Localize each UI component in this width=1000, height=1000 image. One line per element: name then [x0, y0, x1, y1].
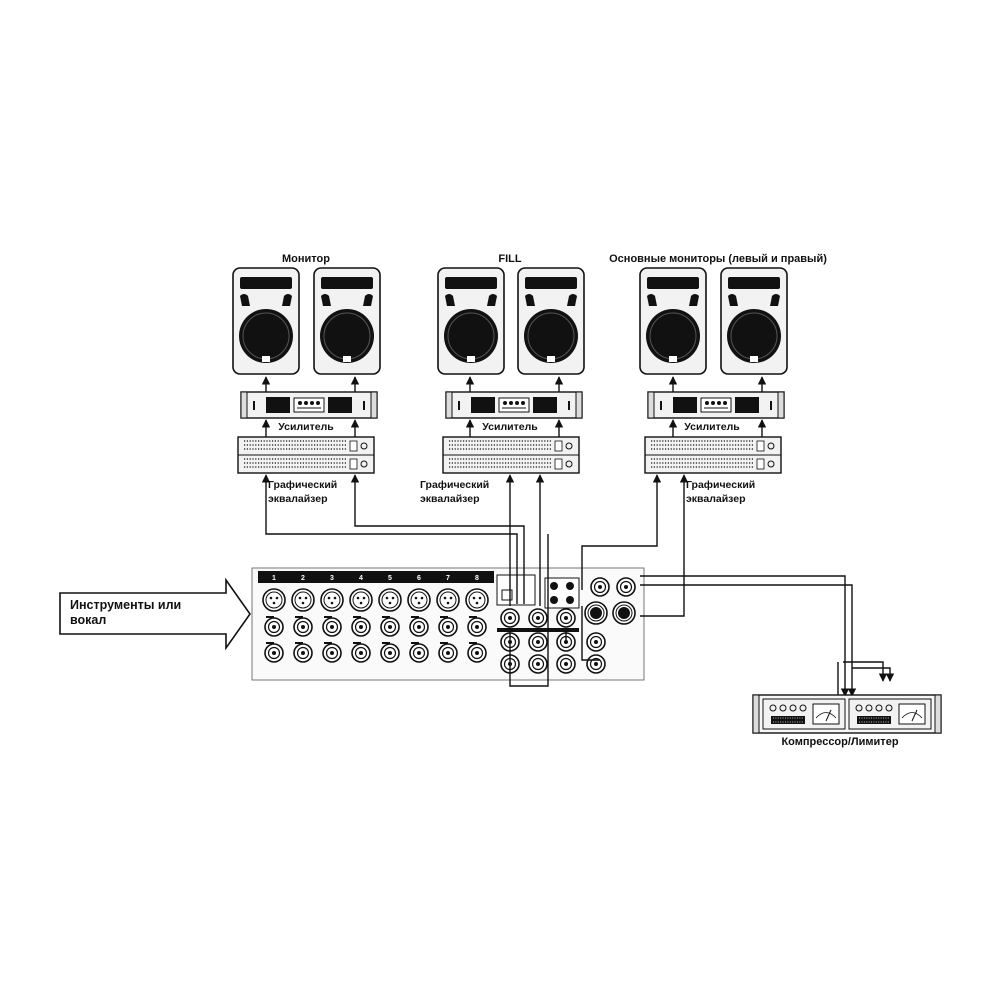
- jack-icon: [467, 643, 487, 663]
- xlr-jack-icon: [407, 588, 431, 612]
- arrow-icon: [59, 577, 251, 651]
- jack-icon: [616, 577, 636, 597]
- monitor-title: Монитор: [282, 253, 330, 265]
- jack-icon: [409, 643, 429, 663]
- jack-icon: [380, 643, 400, 663]
- channel-number: 8: [475, 575, 479, 582]
- jack-icon: [409, 617, 429, 637]
- xlr-jack-icon: [465, 588, 489, 612]
- main-title: Основные мониторы (левый и правый): [609, 253, 827, 265]
- fill-title: FILL: [498, 253, 521, 265]
- xlr-jack-icon: [262, 588, 286, 612]
- channel-number: 3: [330, 575, 334, 582]
- channel-header-bar: [258, 571, 494, 583]
- main-eq-label-2: эквалайзер: [686, 493, 746, 505]
- main-amp-label: Усилитель: [684, 421, 740, 433]
- monitor-eq-label-1: Графический: [268, 479, 337, 491]
- jack-icon: [556, 608, 576, 628]
- jack-icon: [500, 608, 520, 628]
- jack-icon: [264, 617, 284, 637]
- amplifier-icon: [647, 391, 785, 419]
- fill-eq-label-1: Графический: [420, 479, 489, 491]
- speaker-icon: [517, 267, 585, 375]
- compressor-limiter: Компрессор/Лимитер: [752, 694, 942, 748]
- xlr-jack-icon: [349, 588, 373, 612]
- jack-icon: [322, 643, 342, 663]
- fill-eq-label-2: эквалайзер: [420, 493, 480, 505]
- speaker-icon: [437, 267, 505, 375]
- xlr-jack-icon: [436, 588, 460, 612]
- jack-icon: [528, 632, 548, 652]
- compressor-label: Компрессор/Лимитер: [781, 736, 898, 748]
- xlr-jack-icon: [378, 588, 402, 612]
- xlr-jack-icon: [291, 588, 315, 612]
- jack-icon: [351, 617, 371, 637]
- xlr-jack-icon: [320, 588, 344, 612]
- fill-group: FILL Усилитель Графический эквалайзер: [420, 253, 585, 505]
- input-arrow-group: Инструменты или вокал: [59, 577, 251, 651]
- amp-speaker-connectors: [261, 376, 767, 437]
- input-label-1: Инструменты или: [70, 598, 181, 612]
- jack-icon: [380, 617, 400, 637]
- jack-icon: [556, 654, 576, 674]
- compressor-channel-icon: [762, 698, 846, 730]
- jack-icon: [528, 654, 548, 674]
- compressor-channel-icon: [848, 698, 932, 730]
- jack-icon: [322, 617, 342, 637]
- fill-amp-label: Усилитель: [482, 421, 538, 433]
- jack-icon: [467, 617, 487, 637]
- jack-icon: [528, 608, 548, 628]
- jack-icon: [586, 654, 606, 674]
- jack-icon: [293, 617, 313, 637]
- main-eq-label-1: Графический: [686, 479, 755, 491]
- main-monitors-group: Основные мониторы (левый и правый) Усили…: [609, 253, 827, 505]
- channel-number: 5: [388, 575, 392, 582]
- jack-icon: [590, 577, 610, 597]
- jack-icon: [351, 643, 371, 663]
- monitor-group: Монитор Усилитель Графический эквалайзер: [232, 253, 381, 505]
- jack-icon: [438, 617, 458, 637]
- equalizer-icon: [237, 436, 375, 474]
- channel-number: 6: [417, 575, 421, 582]
- channel-number: 2: [301, 575, 305, 582]
- amplifier-icon: [240, 391, 378, 419]
- jack-icon: [438, 643, 458, 663]
- equalizer-icon: [644, 436, 782, 474]
- jack-icon: [264, 643, 284, 663]
- input-label-2: вокал: [70, 613, 106, 627]
- routing-lines: [261, 474, 895, 697]
- jack-icon: [293, 643, 313, 663]
- speaker-icon: [720, 267, 788, 375]
- channel-number: 7: [446, 575, 450, 582]
- channel-number: 4: [359, 575, 363, 582]
- equalizer-icon: [442, 436, 580, 474]
- jack-icon: [586, 632, 606, 652]
- speaker-icon: [313, 267, 381, 375]
- monitor-eq-label-2: эквалайзер: [268, 493, 328, 505]
- channel-number: 1: [272, 575, 276, 582]
- speaker-icon: [232, 267, 300, 375]
- monitor-amp-label: Усилитель: [278, 421, 334, 433]
- speaker-icon: [639, 267, 707, 375]
- mixer: 1 2 3 4 5 6 7 8: [251, 567, 645, 681]
- amplifier-icon: [445, 391, 583, 419]
